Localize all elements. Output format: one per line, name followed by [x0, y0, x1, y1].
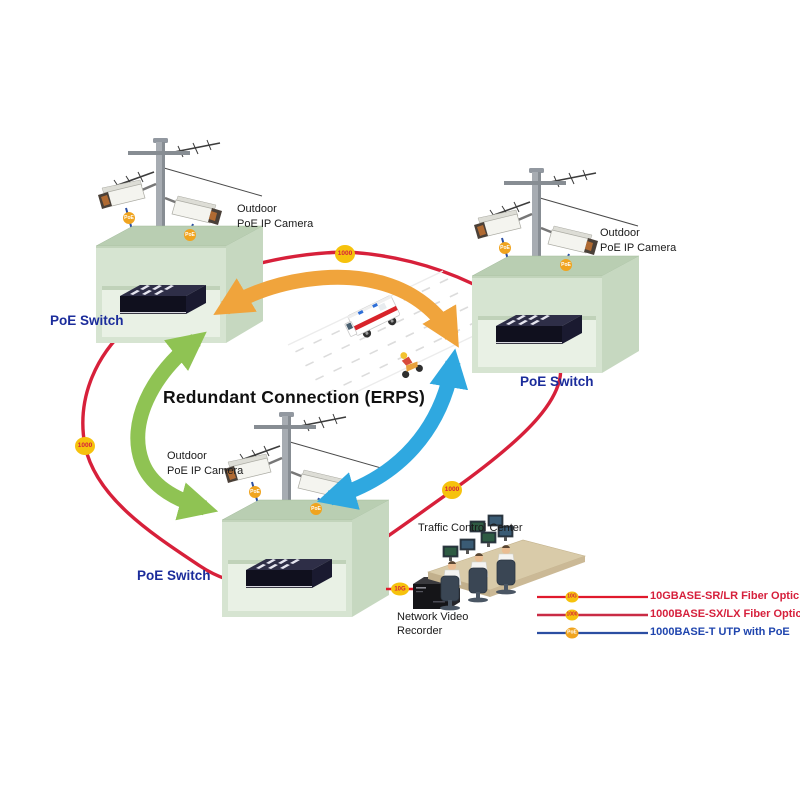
poe-badge-top-left-1: PoE	[123, 212, 135, 224]
camera-label-top-right: Outdoor PoE IP Camera	[600, 226, 676, 256]
legend-label-10g: 10GBASE-SR/LR Fiber Optic	[650, 590, 800, 602]
motorcycle	[400, 352, 423, 379]
nvr-uplink-badge: 10G	[391, 582, 409, 596]
nvr-label: Network Video Recorder	[397, 610, 468, 638]
ring-badge-right: 1000	[442, 481, 462, 499]
nvr-label-line2: Recorder	[397, 625, 443, 637]
legend-label-1000: 1000BASE-SX/LX Fiber Optic	[650, 608, 800, 620]
traffic-control-center-illustration	[426, 514, 587, 611]
ring-badge-left: 1000	[75, 437, 95, 455]
legend-label-poe: 1000BASE-T UTP with PoE	[650, 626, 790, 638]
arrow-blue	[316, 348, 469, 510]
legend-badge-1000: 1000	[565, 609, 579, 621]
switch-label-bottom: PoE Switch	[137, 568, 211, 583]
diagram-title: Redundant Connection (ERPS)	[163, 387, 426, 407]
poe-node-bottom	[220, 410, 391, 619]
camera-label-top-left-line1: Outdoor	[237, 203, 277, 215]
camera-label-bottom-line1: Outdoor	[167, 450, 207, 462]
camera-label-top-left-line2: PoE IP Camera	[237, 218, 314, 230]
arrow-orange	[213, 269, 459, 348]
camera-label-top-left: Outdoor PoE IP Camera	[237, 202, 313, 232]
legend-badge-poe: PoE	[565, 627, 579, 639]
arrow-green	[130, 331, 219, 521]
poe-badge-top-right-1: PoE	[499, 242, 511, 254]
poe-node-top-right	[470, 166, 641, 375]
switch-label-top-left: PoE Switch	[50, 313, 124, 328]
camera-label-bottom: Outdoor PoE IP Camera	[167, 449, 243, 479]
legend-badge-10g: 10G	[565, 591, 579, 603]
poe-badge-top-right-2: PoE	[560, 259, 572, 271]
ring-badge-top: 1000	[335, 245, 355, 263]
camera-label-bottom-line2: PoE IP Camera	[167, 465, 244, 477]
switch-label-top-right: PoE Switch	[520, 374, 594, 389]
ambulance	[344, 295, 400, 338]
poe-badge-bottom-2: PoE	[310, 503, 322, 515]
traffic-control-center-label: Traffic Control Center	[418, 522, 523, 534]
poe-badge-top-left-2: PoE	[184, 229, 196, 241]
camera-label-top-right-line1: Outdoor	[600, 227, 640, 239]
nvr-label-line1: Network Video	[397, 611, 469, 623]
poe-badge-bottom-1: PoE	[249, 486, 261, 498]
camera-label-top-right-line2: PoE IP Camera	[600, 242, 677, 254]
